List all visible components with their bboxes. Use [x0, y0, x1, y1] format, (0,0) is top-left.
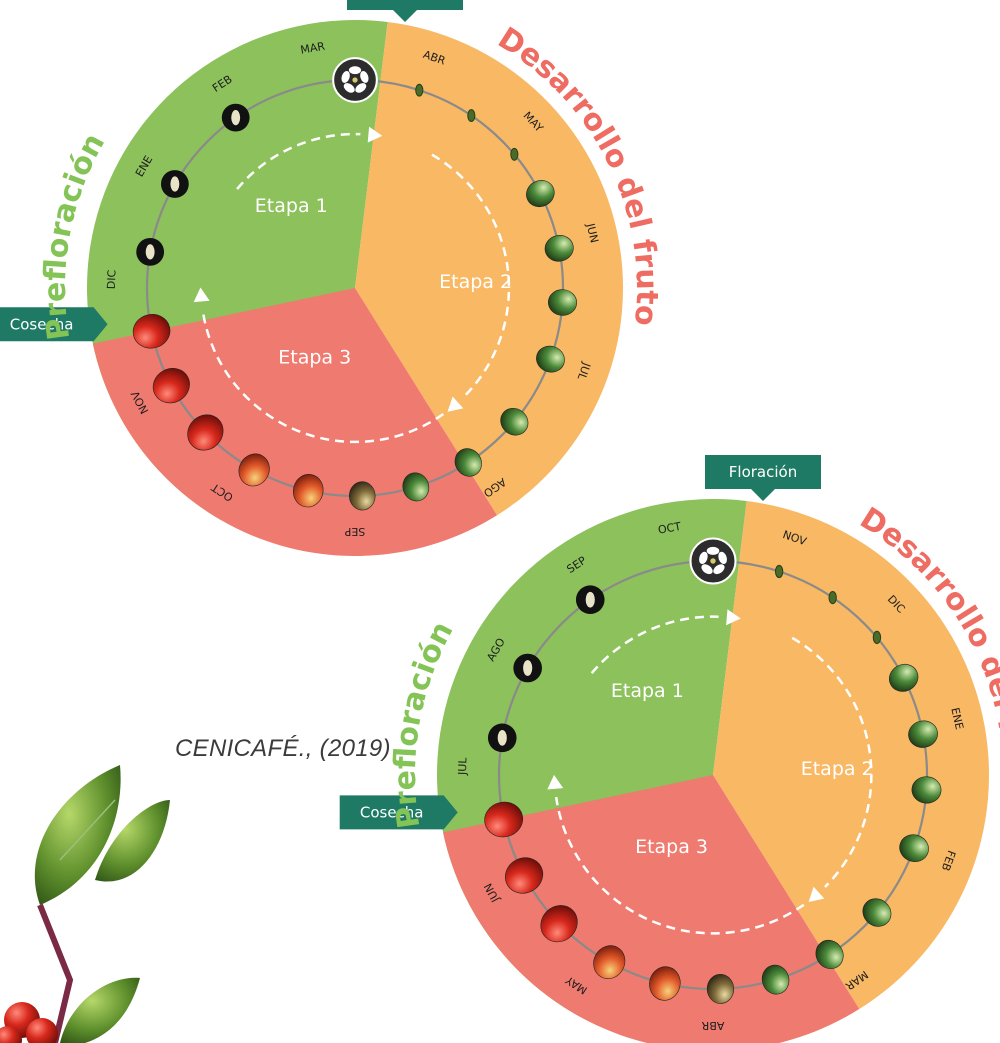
arrow-etapa-2: [431, 153, 511, 398]
green-berry-marker: [761, 964, 790, 995]
green-berry-marker: [815, 939, 844, 970]
flower-marker-petal: [713, 564, 725, 575]
arrow-etapa-1-head: [367, 126, 383, 143]
month-label: MAR: [299, 40, 326, 57]
green-berry-marker: [889, 663, 919, 692]
flower-marker-petal: [706, 546, 720, 555]
ripe-berry-marker: [505, 857, 544, 894]
month-label: JUL: [456, 756, 470, 776]
young-fruit-marker: [510, 147, 519, 161]
flower-bud-marker-bud: [231, 109, 241, 126]
flower-marker-petal: [360, 71, 369, 83]
floracion-tag: Floración: [347, 0, 463, 22]
stage-label-1: Etapa 1: [611, 680, 684, 702]
flower-marker-petal: [355, 83, 367, 93]
cosecha-tag: Cosecha: [0, 307, 108, 342]
ripe-berry-marker: [152, 368, 190, 404]
stage-label-1: Etapa 1: [255, 195, 328, 217]
turning-berry-marker: [706, 973, 735, 1004]
young-fruit-marker: [467, 109, 476, 123]
decorative-plant-illustration: [0, 765, 170, 1043]
stage-label-3: Etapa 3: [278, 347, 351, 369]
turning-berry-marker: [349, 481, 376, 511]
month-label: SEP: [344, 525, 365, 538]
green-berry-marker: [402, 472, 430, 502]
green-berry-marker: [526, 180, 555, 208]
month-label: JUN: [584, 221, 601, 244]
arrow-etapa-3-head: [193, 287, 210, 303]
flower-bud-marker-bud: [170, 176, 180, 192]
green-berry-marker: [548, 289, 577, 316]
cosecha-sector: [92, 288, 498, 556]
green-berry-marker: [454, 448, 482, 477]
stage-label-2: Etapa 2: [801, 758, 874, 780]
arrow-etapa-2: [791, 636, 873, 888]
floracion-tag-label: Floración: [729, 463, 797, 481]
flower-marker-petal: [343, 83, 355, 93]
green-berry-marker: [862, 898, 892, 927]
flower-marker-petal: [718, 551, 727, 564]
floracion-tag-label: Floración: [371, 0, 439, 2]
ripening-berry-marker: [593, 945, 626, 979]
cosecha-tag-label: Cosecha: [10, 315, 74, 333]
arrow-etapa-2-head: [447, 396, 464, 412]
ripe-berry-marker: [484, 801, 524, 838]
flower-bud-marker-bud: [585, 591, 595, 608]
arrow-etapa-1-head: [726, 609, 741, 626]
green-berry-marker: [911, 776, 942, 804]
arrow-etapa-1: [236, 132, 361, 190]
cosecha-tag-label: Cosecha: [360, 803, 424, 821]
cosecha-sector: [443, 775, 860, 1043]
arrow-etapa-3-head: [547, 774, 564, 790]
green-berry-marker: [536, 345, 565, 373]
young-fruit-marker: [415, 83, 424, 97]
arrow-etapa-2-head: [808, 886, 825, 903]
ripening-berry-marker: [292, 474, 324, 508]
arrow-etapa-3: [554, 796, 805, 935]
flower-bud-marker-bud: [145, 244, 155, 260]
green-berry-marker: [544, 235, 574, 262]
young-fruit-marker: [774, 564, 784, 579]
stage-label-3: Etapa 3: [635, 836, 708, 858]
young-fruit-marker: [872, 630, 882, 645]
ripening-berry-marker: [238, 453, 270, 487]
flower-marker-petal: [699, 551, 708, 564]
flower-bud-marker-bud: [523, 660, 533, 676]
ripe-berry-marker: [132, 313, 171, 349]
green-berry-marker: [908, 720, 938, 748]
flower-marker-center: [710, 558, 716, 564]
arrow-etapa-1: [590, 615, 719, 675]
flower-marker-center: [352, 77, 358, 83]
green-berry-marker: [500, 407, 529, 436]
cosecha-tag: Cosecha: [339, 795, 458, 830]
flower-bud-marker-bud: [497, 729, 507, 746]
young-fruit-marker: [828, 590, 837, 605]
ripe-berry-marker: [187, 414, 224, 451]
flower-marker-petal: [348, 66, 362, 75]
month-label: DIC: [105, 269, 119, 289]
stage-label-2: Etapa 2: [439, 271, 512, 293]
arrow-etapa-3: [201, 309, 445, 444]
floracion-tag: Floración: [705, 455, 821, 501]
month-label: ABR: [701, 1019, 724, 1032]
green-berry-marker: [899, 834, 929, 862]
month-label: JUL: [574, 360, 593, 383]
month-label: OCT: [657, 520, 682, 537]
flower-marker-petal: [701, 564, 713, 575]
month-label: ENE: [948, 706, 966, 731]
flower-marker-petal: [341, 71, 350, 83]
source-credit: CENICAFÉ., (2019): [175, 735, 391, 762]
ripe-berry-marker: [540, 905, 578, 943]
desarrollo-sector: [355, 21, 623, 516]
ripening-berry-marker: [649, 966, 681, 1001]
desarrollo-sector: [713, 501, 989, 1010]
